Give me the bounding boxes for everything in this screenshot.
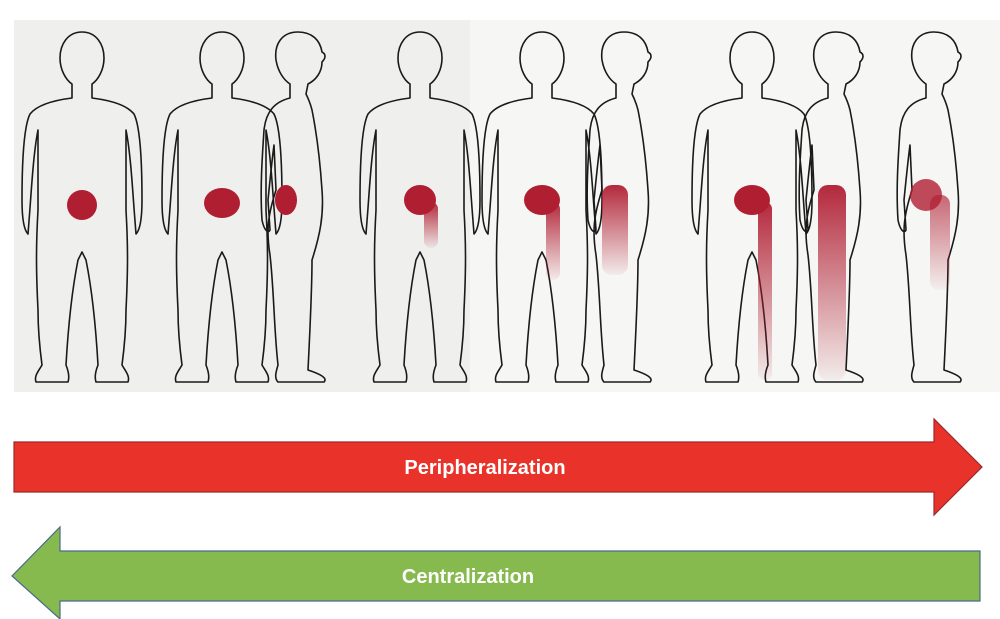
pain-area [204,188,240,218]
peripheralization-label: Peripheralization [404,457,565,479]
figure-back-2 [161,31,283,383]
pain-area [67,190,97,220]
figure-back-7 [691,31,813,383]
pain-radiation [424,202,438,248]
figure-side-6 [586,31,652,383]
centralization-arrow-shape [11,525,981,619]
figure-side-3 [260,31,326,383]
peripheralization-arrow: Peripheralization [13,417,983,517]
figure-side-8 [798,31,864,383]
figure-back-1 [21,31,143,383]
pain-area [275,185,297,215]
pain-radiation [818,185,846,380]
pain-radiation [602,185,628,275]
peripheralization-arrow-shape [13,417,983,517]
pain-radiation [758,202,772,380]
pain-radiation [930,195,950,290]
figure-side-9 [896,31,962,383]
centralization-arrow: Centralization [11,525,981,619]
pain-radiation [546,202,560,280]
centralization-label: Centralization [402,566,534,588]
figure-back-4 [359,31,481,383]
figure-back-5 [481,31,603,383]
